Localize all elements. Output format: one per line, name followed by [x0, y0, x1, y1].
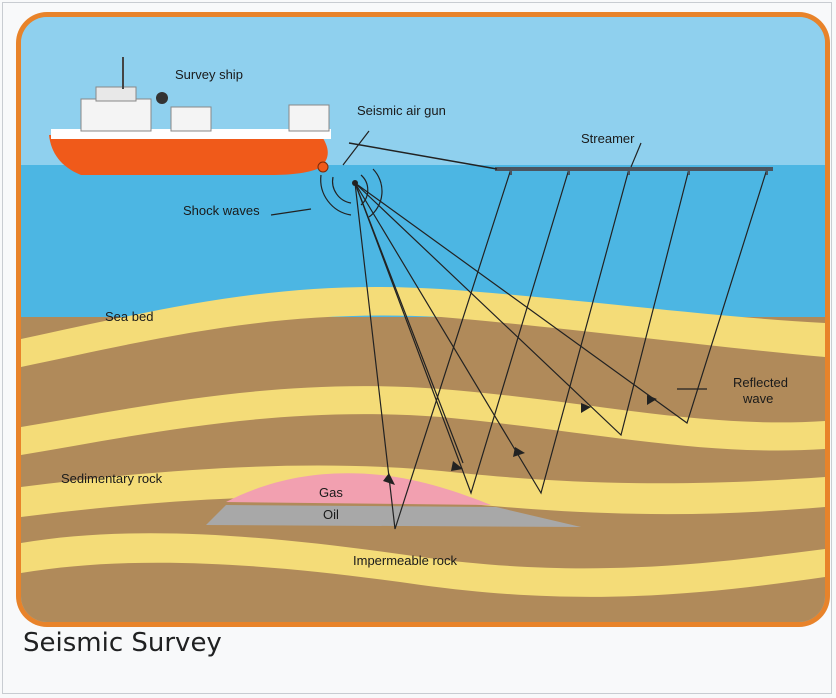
ship-deck-stripe — [51, 129, 331, 139]
ship-hull — [49, 135, 328, 175]
label-oil: Oil — [323, 507, 339, 522]
figure-caption: Seismic Survey — [23, 628, 222, 658]
ship-bridge — [80, 98, 152, 132]
label-sea-bed: Sea bed — [105, 309, 153, 324]
ship-wheelhouse — [95, 86, 137, 102]
label-survey-ship: Survey ship — [175, 67, 243, 82]
label-wave: wave — [742, 391, 773, 406]
sand-layer-1 — [21, 286, 825, 367]
shock-waves-leader — [270, 208, 312, 216]
label-sedimentary-rock: Sedimentary rock — [61, 471, 163, 486]
diagram-svg: Survey ship Seismic air gun Streamer Sho… — [21, 17, 825, 622]
label-reflected: Reflected — [733, 375, 788, 390]
seismic-rays — [354, 168, 768, 530]
shock-wave-2 — [320, 174, 352, 216]
hydrophones — [510, 169, 768, 175]
shock-wave-1 — [331, 176, 352, 204]
shock-wave-3 — [360, 174, 369, 206]
streamer-leader — [630, 142, 642, 168]
sand-layer-2 — [21, 386, 825, 455]
seismic-survey-diagram[interactable]: Survey ship Seismic air gun Streamer Sho… — [21, 17, 825, 622]
gas-pocket — [226, 473, 491, 505]
label-gas: Gas — [319, 485, 343, 500]
label-shock-waves: Shock waves — [183, 203, 260, 218]
label-streamer: Streamer — [581, 131, 635, 146]
air-gun-unit — [317, 161, 329, 173]
ray-arrows — [383, 395, 657, 485]
label-impermeable-rock: Impermeable rock — [353, 553, 458, 568]
ship-radome — [156, 92, 168, 104]
ship-crane-2 — [288, 104, 330, 132]
ship-crane-1 — [170, 106, 212, 132]
sand-layer-4 — [21, 533, 825, 597]
tow-line — [348, 142, 498, 170]
label-air-gun: Seismic air gun — [357, 103, 446, 118]
air-gun-leader — [342, 130, 370, 166]
